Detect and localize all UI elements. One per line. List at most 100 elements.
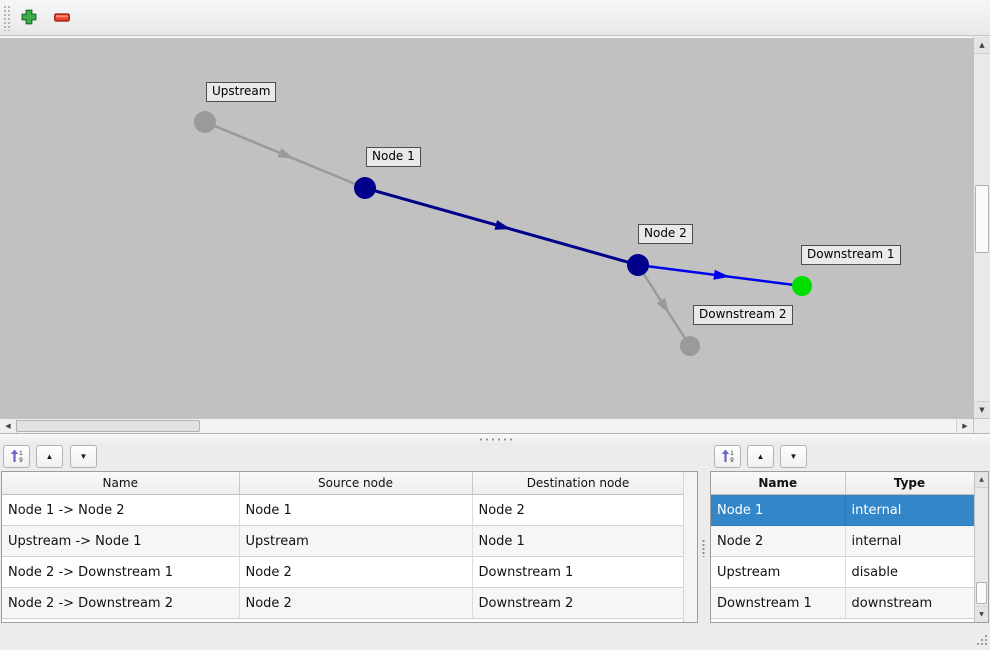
scroll-right-button[interactable]: ▶: [956, 419, 973, 433]
splitter-handle-dots: [702, 539, 705, 557]
column-header-source-node[interactable]: Source node: [239, 472, 473, 495]
table-row[interactable]: Node 2 -> Downstream 2 Node 2 Downstream…: [2, 587, 685, 619]
column-header-type[interactable]: Type: [845, 472, 975, 495]
cell-destination[interactable]: Node 1: [472, 525, 685, 557]
cell-name[interactable]: Node 1: [711, 494, 846, 526]
nodes-table-header-row: Name Type: [711, 472, 975, 495]
arrow-down-icon: ▼: [789, 452, 798, 461]
scroll-up-icon: ▲: [979, 41, 985, 49]
cell-name[interactable]: Node 2: [711, 525, 846, 557]
nodes-move-down-button[interactable]: ▼: [780, 445, 807, 468]
cell-name[interactable]: Downstream 1: [711, 587, 846, 619]
scroll-up-button[interactable]: ▲: [974, 37, 990, 54]
cell-type[interactable]: downstream: [845, 587, 975, 619]
table-row[interactable]: Downstream 1 downstream: [711, 587, 975, 619]
scroll-left-icon: ◀: [5, 422, 11, 430]
scroll-down-icon: ▼: [979, 406, 985, 414]
scrollbar-corner: [973, 418, 990, 433]
empty-row: [2, 618, 684, 622]
add-button[interactable]: [17, 7, 41, 29]
scroll-right-icon: ▶: [962, 422, 968, 430]
vertical-splitter[interactable]: [698, 471, 710, 623]
scroll-down-button[interactable]: ▼: [974, 401, 990, 418]
cell-destination[interactable]: Downstream 2: [472, 587, 685, 619]
cell-type[interactable]: disable: [845, 556, 975, 588]
cell-source[interactable]: Node 1: [239, 494, 473, 526]
column-header-name[interactable]: Name: [2, 472, 240, 495]
sort-numeric-icon: 1 9: [10, 449, 24, 465]
svg-text:1: 1: [19, 450, 23, 456]
graph-node-label-upstream[interactable]: Upstream: [206, 82, 277, 102]
table-row[interactable]: Node 2 internal: [711, 525, 975, 557]
cell-type[interactable]: internal: [845, 494, 975, 526]
splitter-handle-dots: [478, 438, 512, 441]
remove-button[interactable]: [50, 7, 74, 29]
graph-node-label-downstream2[interactable]: Downstream 2: [693, 305, 793, 325]
main-toolbar: [0, 0, 990, 36]
graph-node-node2[interactable]: [627, 254, 649, 276]
arrow-up-icon: ▲: [45, 452, 54, 461]
window-resize-grip[interactable]: [975, 631, 988, 650]
svg-text:1: 1: [730, 450, 734, 456]
edges-move-up-button[interactable]: ▲: [36, 445, 63, 468]
cell-name[interactable]: Node 2 -> Downstream 1: [2, 556, 240, 588]
nodes-move-up-button[interactable]: ▲: [747, 445, 774, 468]
scroll-left-button[interactable]: ◀: [0, 419, 17, 433]
table-row[interactable]: Node 1 internal: [711, 494, 975, 526]
graph-edge-arrow-icon: [713, 269, 730, 280]
cell-name[interactable]: Upstream -> Node 1: [2, 525, 240, 557]
cell-destination[interactable]: Node 2: [472, 494, 685, 526]
edges-table-header-row: Name Source node Destination node: [2, 472, 685, 495]
canvas-vertical-scrollbar[interactable]: ▲ ▼: [973, 37, 990, 418]
graph-node-label-node2[interactable]: Node 2: [638, 224, 693, 244]
horizontal-splitter[interactable]: [0, 433, 990, 443]
svg-text:9: 9: [19, 458, 23, 463]
scroll-down-icon: ▼: [979, 611, 984, 618]
edges-table: Name Source node Destination node Node 1…: [2, 472, 685, 622]
table-row[interactable]: Node 2 -> Downstream 1 Node 2 Downstream…: [2, 556, 685, 588]
canvas-horizontal-scrollbar[interactable]: ◀ ▶: [0, 418, 973, 433]
graph-node-downstream1[interactable]: [792, 276, 812, 296]
graph-edge-arrow-icon: [494, 220, 512, 230]
cell-name[interactable]: Node 2 -> Downstream 2: [2, 587, 240, 619]
svg-text:9: 9: [730, 458, 734, 463]
scroll-up-button[interactable]: ▲: [975, 472, 988, 488]
cell-name[interactable]: Node 1 -> Node 2: [2, 494, 240, 526]
cell-source[interactable]: Node 2: [239, 587, 473, 619]
empty-row: [711, 618, 974, 622]
edges-sort-button[interactable]: 1 9: [3, 445, 30, 468]
toolbar-grip-handle[interactable]: [3, 5, 10, 31]
add-plus-icon: [21, 9, 37, 28]
column-header-name[interactable]: Name: [711, 472, 846, 495]
cell-destination[interactable]: Downstream 1: [472, 556, 685, 588]
graph-node-label-downstream1[interactable]: Downstream 1: [801, 245, 901, 265]
table-row[interactable]: Upstream disable: [711, 556, 975, 588]
graph-node-label-node1[interactable]: Node 1: [366, 147, 421, 167]
vertical-scrollbar-thumb[interactable]: [975, 185, 989, 253]
column-header-destination-node[interactable]: Destination node: [472, 472, 685, 495]
graph-node-node1[interactable]: [354, 177, 376, 199]
graph-node-downstream2[interactable]: [680, 336, 700, 356]
table-row[interactable]: Upstream -> Node 1 Upstream Node 1: [2, 525, 685, 557]
arrow-up-icon: ▲: [756, 452, 765, 461]
cell-source[interactable]: Upstream: [239, 525, 473, 557]
graph-node-upstream[interactable]: [194, 111, 216, 133]
edges-table-scrollbar-gutter: [683, 472, 697, 622]
bottom-panel: 1 9 ▲ ▼ Name Source node Destination nod…: [0, 443, 990, 630]
nodes-table-frame: Name Type Node 1 internal Node 2 interna…: [710, 471, 989, 623]
vertical-scrollbar-thumb[interactable]: [976, 582, 987, 604]
sort-numeric-icon: 1 9: [721, 449, 735, 465]
cell-name[interactable]: Upstream: [711, 556, 846, 588]
cell-type[interactable]: internal: [845, 525, 975, 557]
scroll-down-button[interactable]: ▼: [975, 606, 988, 622]
nodes-table-vertical-scrollbar[interactable]: ▲ ▼: [974, 472, 988, 622]
table-row[interactable]: Node 1 -> Node 2 Node 1 Node 2: [2, 494, 685, 526]
nodes-sort-button[interactable]: 1 9: [714, 445, 741, 468]
horizontal-scrollbar-thumb[interactable]: [16, 420, 200, 432]
remove-minus-icon: [54, 11, 70, 26]
cell-source[interactable]: Node 2: [239, 556, 473, 588]
edges-move-down-button[interactable]: ▼: [70, 445, 97, 468]
scroll-up-icon: ▲: [979, 476, 984, 483]
